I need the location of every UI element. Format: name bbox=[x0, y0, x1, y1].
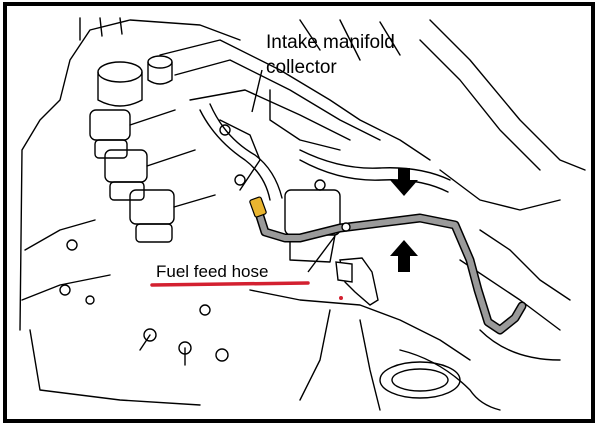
fuel-feed-hose-label: Fuel feed hose bbox=[156, 262, 269, 281]
arrow-up-icon bbox=[390, 240, 418, 272]
engine-line-art bbox=[19, 17, 586, 411]
diagram-frame bbox=[3, 2, 595, 423]
marker-dot bbox=[339, 296, 343, 300]
quick-connector bbox=[335, 257, 379, 306]
fuel-hose-underline bbox=[150, 281, 310, 287]
intake-manifold bbox=[159, 39, 431, 161]
hose-leader-line bbox=[307, 235, 336, 273]
fuel-feed-hose-pipe bbox=[253, 205, 527, 335]
manifold-leader-line bbox=[251, 69, 263, 113]
bolts bbox=[59, 124, 326, 362]
intake-manifold-label: Intake manifold collector bbox=[266, 30, 395, 80]
arrow-down-icon bbox=[390, 168, 418, 196]
hose-clamp bbox=[341, 222, 351, 232]
intake-manifold-label-line2: collector bbox=[266, 57, 337, 78]
hose-connector bbox=[249, 196, 267, 218]
ignition-coils bbox=[89, 109, 216, 243]
intake-manifold-label-line1: Intake manifold bbox=[266, 32, 395, 53]
